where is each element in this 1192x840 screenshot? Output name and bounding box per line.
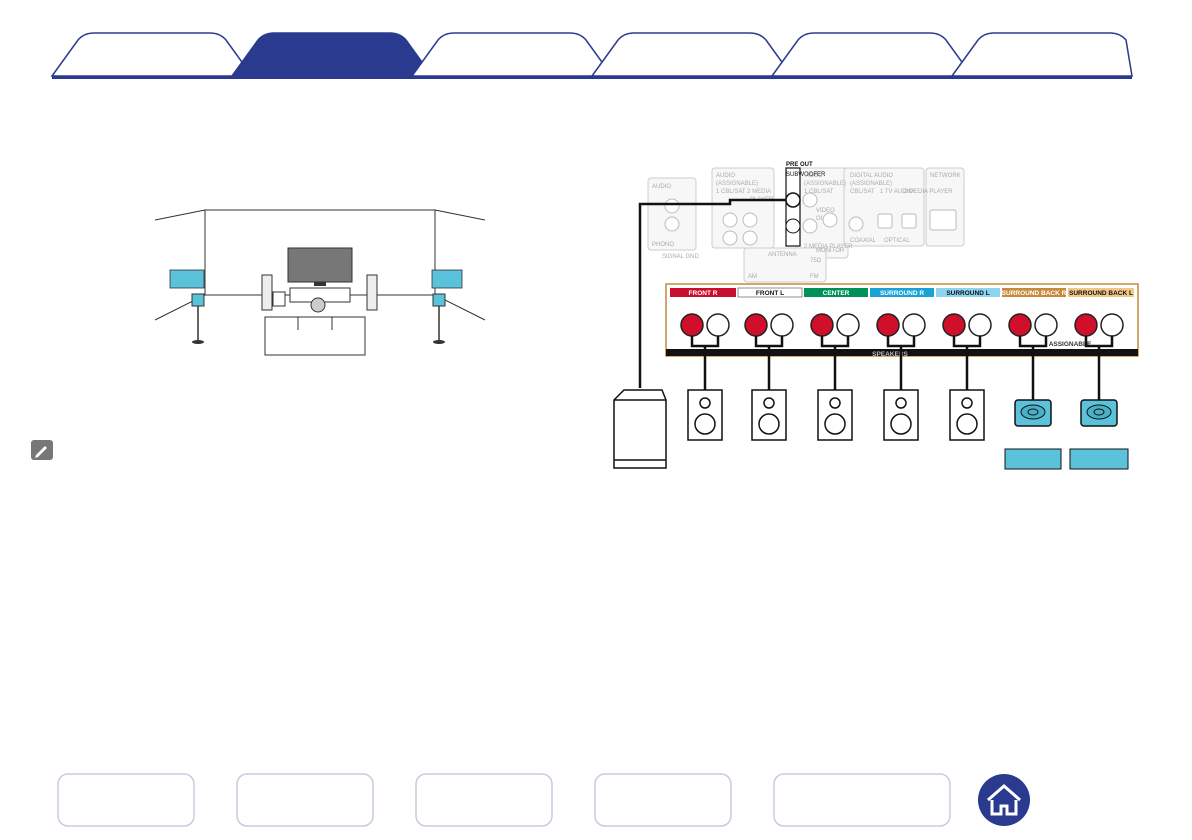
digital-audio-block: [843, 167, 925, 247]
network-block: [925, 167, 965, 247]
front-right-speaker-icon: [366, 274, 378, 311]
audio-cbl-sat-media-label: 1 CBL/SAT 2 MEDIA: [716, 189, 771, 195]
pre-out-jack-2: [785, 218, 801, 234]
bottom-nav-bar: [57, 773, 1030, 827]
fm-ohm-label: 75Ω: [810, 258, 822, 264]
signal-gnd-label: SIGNAL GND: [662, 254, 699, 260]
surround-left-speaker-icon: [191, 293, 205, 344]
bottom-nav-button-4[interactable]: [594, 773, 732, 827]
channel-label-surround-r: SURROUND R: [880, 290, 924, 297]
digital-cbl-sat-label: CBL/SAT: [850, 189, 875, 195]
height-label-right: [431, 269, 463, 289]
antenna-label: ANTENNA: [768, 252, 797, 258]
speaker-channel-center: CENTER: [804, 288, 868, 337]
bottom-nav-button-2[interactable]: [236, 773, 374, 827]
bottom-nav-button-5[interactable]: [773, 773, 951, 827]
subwoofer-label: SUBWOOFER: [786, 172, 826, 178]
front-left-speaker-icon: [261, 274, 273, 311]
front-r-speaker-icon: [687, 389, 723, 441]
height-label-left: [169, 269, 205, 289]
speaker-channel-front-r: FRONT R: [670, 288, 736, 337]
surround-r-speaker-icon: [883, 389, 919, 441]
rca-jacks: [664, 192, 957, 246]
tab-3[interactable]: [410, 32, 614, 77]
channel-label-surround-l: SURROUND L: [946, 290, 989, 297]
digital-tv-audio-label: 1 TV AUDIO: [880, 189, 913, 195]
height-l-label-box: [1069, 448, 1129, 470]
home-icon: [987, 784, 1021, 802]
subwoofer-cable: [638, 198, 786, 388]
video-in-label: VIDEO: [804, 173, 823, 179]
listener-icon: [310, 297, 326, 313]
tv-icon: [287, 247, 353, 286]
network-label: NETWORK: [930, 173, 961, 179]
tab-6[interactable]: [950, 32, 1133, 77]
channel-label-surround-back-r: SURROUND BACK R: [1002, 290, 1067, 297]
fm-label: FM: [810, 274, 819, 280]
subwoofer-pre-out-jack: [785, 192, 801, 208]
coaxial-label: COAXIAL: [850, 238, 877, 244]
center-speaker-icon: [817, 389, 853, 441]
height-speaker-r-icon: [1014, 399, 1052, 427]
sofa-icon: [264, 316, 366, 356]
subwoofer-box-icon: [613, 389, 667, 469]
optical-label: OPTICAL: [884, 238, 910, 244]
monitor-label: MONITOR: [816, 248, 845, 254]
channel-label-front-r: FRONT R: [689, 290, 718, 297]
audio-assignable-label: (ASSIGNABLE): [716, 181, 758, 187]
room-layout-illustration: [154, 209, 486, 356]
digital-media-player-label: 2 MEDIA PLAYER: [904, 189, 953, 195]
rear-panel-connection-diagram: AUDIO AUDIO (ASSIGNABLE) 1 CBL/SAT 2 MED…: [613, 162, 1139, 470]
tab-2[interactable]: [230, 32, 434, 77]
video-assignable-label: (ASSIGNABLE): [804, 181, 846, 187]
height-speaker-l-icon: [1080, 399, 1118, 427]
audio-out-block: [647, 177, 697, 251]
am-label: AM: [748, 274, 757, 280]
digital-assignable-label: (ASSIGNABLE): [850, 181, 892, 187]
pre-out-label: PRE OUT: [786, 162, 813, 168]
speaker-cables: [690, 336, 1114, 400]
tab-4[interactable]: [590, 32, 794, 77]
digital-audio-label: DIGITAL AUDIO: [850, 173, 893, 179]
monitor-video-label: VIDEO: [816, 208, 835, 214]
tab-divider-line: [52, 76, 1132, 79]
audio-in-label: AUDIO: [716, 173, 735, 179]
note-pencil-icon: [31, 440, 53, 460]
audio-in-block: [711, 167, 775, 249]
speakers-label: SPEAKERS: [872, 351, 908, 358]
speaker-channel-surround-back-l: SURROUND BACK L: [1068, 288, 1134, 337]
monitor-out-label: OUT: [816, 216, 829, 222]
surround-right-speaker-icon: [432, 293, 446, 344]
channel-label-center: CENTER: [823, 290, 850, 297]
video-media-player-label: 2 MEDIA PLAYER: [804, 244, 853, 250]
audio-out-label: AUDIO: [652, 184, 671, 190]
speaker-channel-front-l: FRONT L: [737, 287, 803, 337]
speaker-channel-surround-back-r: SURROUND BACK R: [1002, 288, 1067, 337]
front-l-speaker-icon: [751, 389, 787, 441]
surround-l-speaker-icon: [949, 389, 985, 441]
tab-5[interactable]: [770, 32, 974, 77]
bottom-nav-button-3[interactable]: [415, 773, 553, 827]
video-cbl-sat-label: 1 CBL/SAT: [804, 189, 834, 195]
right-wall: [434, 209, 486, 321]
phono-label: PHONO: [652, 242, 674, 248]
subwoofer-icon: [272, 291, 286, 307]
assignable-speakers-label: ASSIGNABLE: [1049, 341, 1092, 348]
top-tab-bar: [50, 32, 1133, 77]
bottom-nav-button-1[interactable]: [57, 773, 195, 827]
home-button[interactable]: [978, 774, 1030, 826]
channel-label-surround-back-l: SURROUND BACK L: [1069, 290, 1133, 297]
antenna-block: [743, 247, 827, 283]
channel-label-front-l: FRONT L: [756, 290, 784, 297]
left-wall: [154, 209, 206, 321]
tab-1[interactable]: [50, 32, 254, 77]
height-r-label-box: [1004, 448, 1062, 470]
